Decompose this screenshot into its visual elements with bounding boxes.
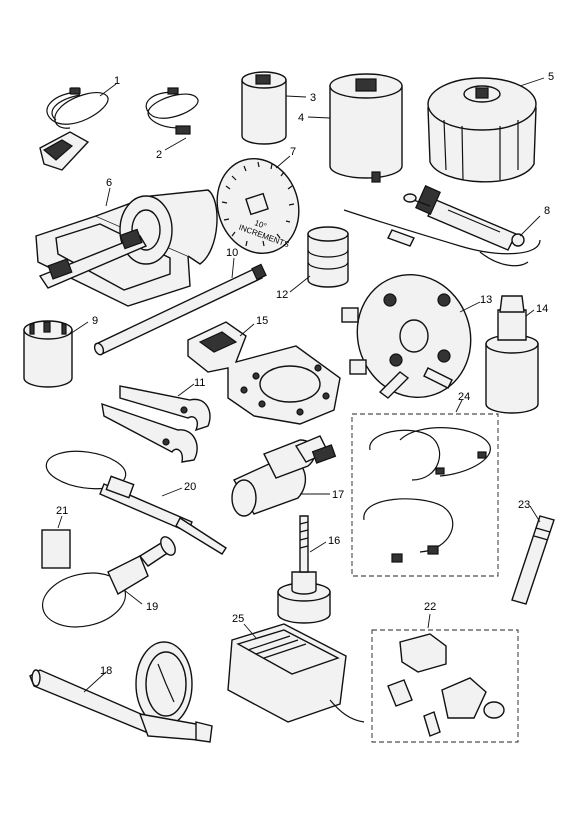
callout-numbers: 1 2 3 4 5 6 7 8 9 10 11 12 13 14 15 16 1… [56, 71, 554, 677]
part-16-shaft-tool [277, 515, 331, 624]
part-17-crank-tool [231, 435, 337, 517]
callout-6: 6 [106, 177, 112, 189]
callout-13: 13 [480, 294, 492, 306]
part-4-large-socket [307, 73, 403, 183]
part-10-rod [93, 257, 267, 356]
callout-3: 3 [310, 92, 316, 104]
part-22-connector-kit [371, 613, 519, 743]
part-23-drift [511, 505, 555, 605]
part-12-collar [289, 226, 349, 293]
callout-24: 24 [458, 391, 470, 403]
callout-11: 11 [194, 377, 205, 389]
callout-7: 7 [290, 146, 296, 158]
part-8-pump-tool [343, 184, 541, 267]
part-1-diagnostic-cable [39, 83, 117, 171]
callout-14: 14 [536, 303, 548, 315]
part-21-label [41, 515, 71, 569]
degree-wheel-label-1: 10° [253, 218, 267, 231]
part-25-diagnostic-module [227, 623, 365, 723]
callout-22: 22 [424, 601, 436, 613]
callout-23: 23 [518, 499, 530, 511]
part-2-cable [145, 87, 199, 151]
callout-16: 16 [328, 535, 340, 547]
part-7-degree-wheel: 10° INCREMENTS [216, 155, 300, 254]
callout-5: 5 [548, 71, 554, 83]
part-9-castellated-socket [23, 320, 89, 388]
callout-4: 4 [298, 112, 304, 124]
callout-2: 2 [156, 149, 162, 161]
callout-15: 15 [256, 315, 268, 327]
part-13-holding-plate [341, 273, 481, 399]
callout-12: 12 [276, 289, 288, 301]
part-19-strap-wrench [41, 536, 176, 628]
part-5-filter-wrench [427, 77, 545, 183]
callout-19: 19 [146, 601, 158, 613]
callout-9: 9 [92, 315, 98, 327]
part-6-puller [35, 187, 218, 307]
part-18-pressure-gauge [29, 641, 213, 743]
callout-1: 1 [114, 75, 120, 87]
callout-17: 17 [332, 489, 344, 501]
callout-20: 20 [184, 481, 196, 493]
part-14-press [485, 295, 539, 414]
callout-18: 18 [100, 665, 112, 677]
part-15-clutch-tool [187, 321, 341, 425]
part-3-socket [241, 71, 307, 145]
callout-25: 25 [232, 613, 244, 625]
callout-21: 21 [56, 505, 68, 517]
callout-8: 8 [544, 205, 550, 217]
part-20-band-wrench [45, 450, 227, 555]
part-24-cable-kit [351, 399, 499, 577]
callout-10: 10 [226, 247, 238, 259]
part-11-spanners [101, 383, 211, 463]
